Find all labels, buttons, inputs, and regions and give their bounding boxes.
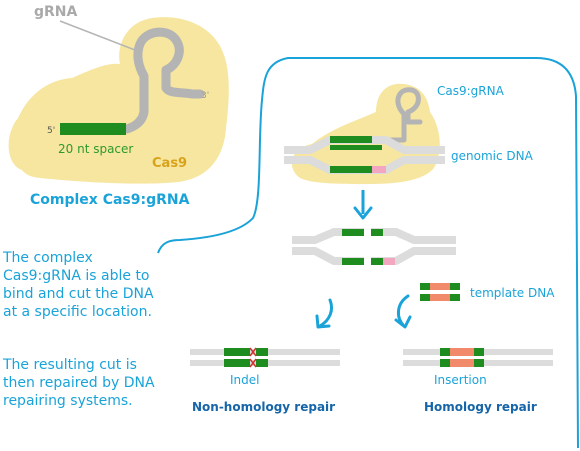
cut-bottom-green-left: [342, 258, 364, 265]
template-top-right-arm: [450, 283, 460, 290]
cas9-blob: [8, 17, 229, 184]
grna-label: gRNA: [34, 4, 78, 20]
insertion-salmon-bottom: [440, 359, 484, 367]
indel-green-bottom-left: [224, 359, 250, 367]
spacer-bar: [60, 123, 126, 135]
template-top: [420, 283, 460, 290]
insertion-salmon-top: [440, 348, 484, 356]
description-paragraph-2: The resulting cut is then repaired by DN…: [3, 357, 155, 409]
template-bottom-right-arm: [450, 294, 460, 301]
insertion-green-bottom-left: [440, 359, 450, 367]
cas9-label: Cas9: [152, 156, 187, 171]
right-panel-border: [157, 57, 579, 449]
complex-title: Complex Cas9:gRNA: [30, 192, 190, 208]
description-paragraph-1: The complex Cas9:gRNA is able to bind an…: [3, 250, 154, 320]
nhr-title: Non-homology repair: [192, 400, 335, 414]
cut-pam: [383, 258, 395, 265]
insertion-green-bottom-right: [474, 359, 484, 367]
grna-spacer-paired: [330, 145, 382, 150]
small-grna: [379, 87, 423, 143]
prime3-label: 3': [201, 91, 209, 101]
insertion-green-top-left: [440, 348, 450, 356]
pam-site: [372, 166, 386, 173]
arrow-curved-right-icon: [394, 294, 412, 329]
cut-top-green-right: [371, 229, 383, 236]
insertion-green-top-right: [474, 348, 484, 356]
grna-strand: [113, 27, 205, 135]
prime5-label: 5': [47, 126, 55, 136]
arrow-curved-left-icon: [315, 298, 334, 329]
arrow-down-icon: [353, 190, 373, 220]
genomic-label: genomic DNA: [451, 149, 534, 163]
cut-top-green-left: [342, 229, 364, 236]
target-top-green: [330, 136, 372, 143]
template-top-left-arm: [420, 283, 430, 290]
indel-green-bottom-right: [256, 359, 268, 367]
cas9grna-label: Cas9:gRNA: [437, 84, 505, 98]
cut-gap-bottom: [364, 257, 371, 266]
template-bottom: [420, 294, 460, 301]
cut-mark-icon: [249, 347, 257, 368]
indel-green-top-right: [256, 348, 268, 356]
indel-label: Indel: [230, 373, 259, 387]
template-label: template DNA: [470, 286, 555, 300]
spacer-label: 20 nt spacer: [58, 142, 133, 156]
indel-green-top-left: [224, 348, 250, 356]
target-bottom-green: [330, 166, 372, 173]
cut-gap-top: [364, 228, 371, 237]
insertion-label: Insertion: [434, 373, 487, 387]
cut-bottom-green-right: [371, 258, 383, 265]
template-bottom-left-arm: [420, 294, 430, 301]
hr-title: Homology repair: [424, 400, 537, 414]
grna-pointer-line: [59, 20, 141, 53]
